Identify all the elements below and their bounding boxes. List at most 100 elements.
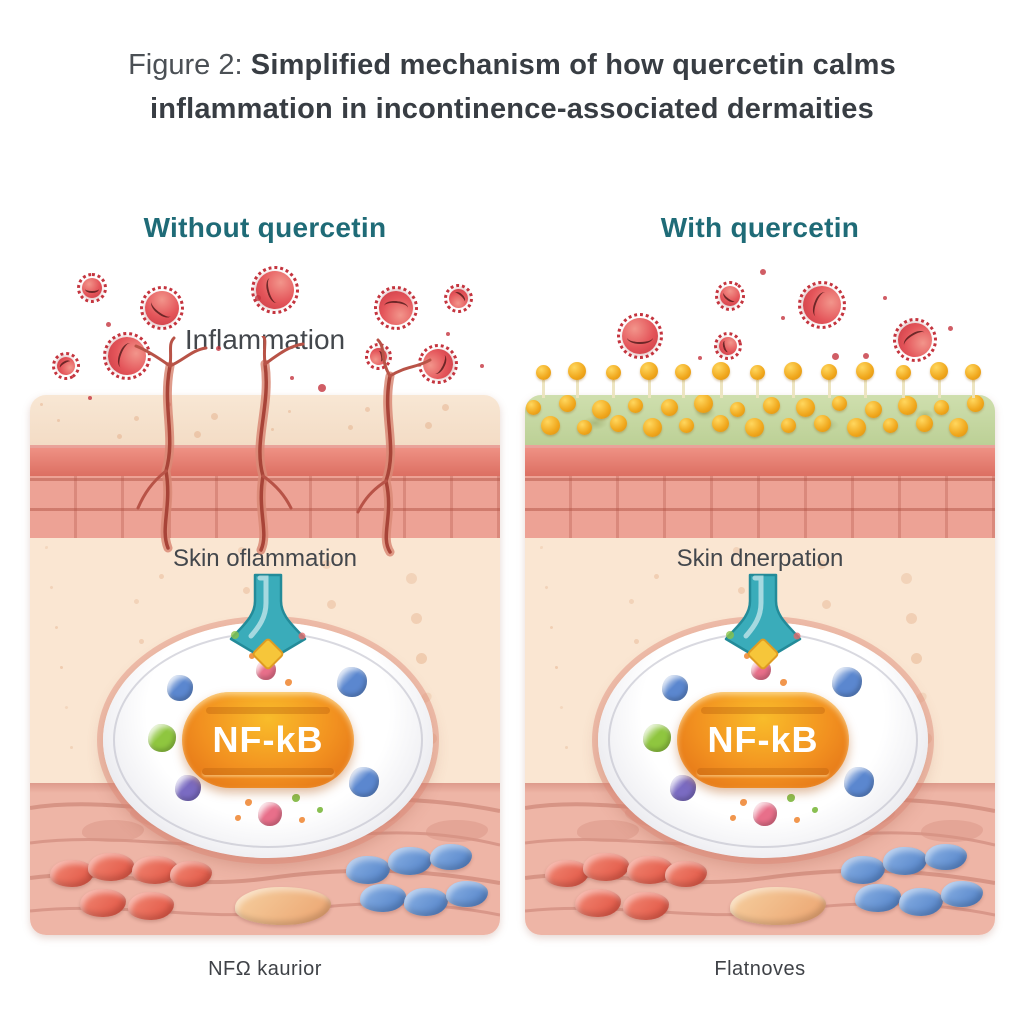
- skin-speckle: [57, 419, 60, 422]
- quercetin-pin-stem: [612, 380, 615, 398]
- quercetin-molecule-icon: [711, 414, 729, 432]
- nucleus-molecule-dot: [167, 675, 193, 701]
- epidermis-layer: [525, 445, 995, 476]
- inflammation-speck: [760, 269, 766, 275]
- quercetin-molecule-icon: [640, 362, 658, 380]
- nucleus-molecule-dot: [812, 807, 818, 813]
- blue-cell: [360, 884, 406, 912]
- virus-particle-icon: [444, 284, 472, 312]
- panel-without-quercetin: Without quercetin Inflammation: [30, 212, 500, 980]
- quercetin-molecule-icon: [965, 364, 981, 380]
- red-cell: [545, 860, 589, 887]
- faint-cell: [82, 820, 144, 842]
- quercetin-molecule-icon: [568, 362, 586, 380]
- blue-cell: [404, 888, 448, 916]
- nucleus-molecule-dot: [744, 653, 750, 659]
- quercetin-molecule-icon: [864, 400, 882, 418]
- inflammation-speck: [105, 321, 111, 327]
- skin-cracks: [134, 336, 432, 557]
- red-cell: [88, 853, 134, 881]
- dermis-cells: [30, 395, 500, 935]
- skin-cross-section: Skin dnerpation NF-kB: [525, 395, 995, 935]
- tan-cell: [235, 887, 331, 925]
- skin-speckle: [194, 431, 201, 438]
- inflammation-speck: [290, 376, 294, 380]
- quercetin-molecule-icon: [930, 362, 948, 380]
- skin-speckle: [348, 425, 353, 430]
- quercetin-molecule-icon: [795, 397, 815, 417]
- quercetin-molecule-icon: [762, 396, 780, 414]
- quercetin-molecule-icon: [675, 364, 691, 380]
- quercetin-pin-stem: [938, 380, 941, 398]
- skin-brick-layer: [525, 476, 995, 538]
- virus-particle-icon: [377, 289, 415, 327]
- quercetin-molecule-icon: [693, 395, 713, 413]
- skin-status-label: Skin dnerpation: [676, 545, 844, 572]
- red-cell: [665, 861, 707, 887]
- signal-arrow-icon: [724, 573, 802, 670]
- red-cell: [623, 892, 669, 920]
- nucleus-molecule-dot: [317, 807, 323, 813]
- quercetin-molecule-icon: [627, 397, 643, 413]
- quercetin-molecule-icon: [642, 417, 662, 437]
- quercetin-molecule-icon: [897, 395, 917, 415]
- quercetin-molecule-icon: [749, 365, 765, 380]
- quercetin-pin-stem: [720, 380, 723, 398]
- nucleus-molecule-dot: [337, 667, 367, 697]
- quercetin-pin-stem: [542, 380, 545, 398]
- quercetin-pin-stem: [792, 380, 795, 398]
- quercetin-molecule-icon: [605, 365, 621, 380]
- nucleus-molecule-dot: [832, 667, 862, 697]
- quercetin-molecule-icon: [609, 414, 627, 432]
- quercetin-pin-stem: [576, 380, 579, 398]
- skin-speckle: [442, 404, 449, 411]
- skin-speckle: [425, 422, 432, 429]
- virus-particle-icon: [716, 334, 740, 358]
- nucleus-molecule-dot: [730, 815, 736, 821]
- inflammation-speck: [446, 332, 450, 336]
- blue-cell: [855, 884, 901, 912]
- nucleus-molecule-dot: [249, 653, 255, 659]
- panel-caption-with: Flatnoves: [714, 958, 806, 980]
- red-cell: [128, 892, 174, 920]
- faint-cell: [921, 820, 983, 842]
- quercetin-molecule-icon: [729, 401, 745, 417]
- skin-speckle: [40, 403, 43, 406]
- skin-speckle: [540, 546, 543, 549]
- quercetin-molecule-icon: [678, 417, 694, 433]
- quercetin-molecule-icon: [882, 417, 898, 433]
- panel-caption-without: NFΩ kaurior: [208, 958, 322, 980]
- inflammation-speck: [318, 384, 326, 392]
- quercetin-molecule-icon: [712, 362, 730, 380]
- quercetin-molecule-icon: [948, 417, 968, 437]
- quercetin-molecule-icon: [915, 414, 933, 432]
- nucleus-molecule-dot: [753, 802, 777, 826]
- nucleus-molecule-dot: [779, 678, 787, 686]
- virus-particle-icon: [251, 266, 299, 314]
- dermis-cells: [525, 395, 995, 935]
- inflammation-speck: [883, 296, 887, 300]
- signal-arrow-icon: [229, 573, 307, 670]
- red-cell: [50, 860, 94, 887]
- tan-cell: [730, 887, 826, 925]
- blue-cell: [941, 881, 983, 907]
- quercetin-pin-stem: [902, 380, 905, 398]
- nucleus-molecule-dot: [175, 775, 201, 801]
- quercetin-molecule-icon: [535, 365, 551, 380]
- figure-number: Figure 2:: [128, 49, 243, 81]
- blue-cell: [430, 844, 472, 870]
- panel-heading-without: Without quercetin: [143, 212, 387, 243]
- inflammation-speck: [255, 295, 261, 301]
- virus-particle-icon: [891, 316, 939, 364]
- nucleus-molecule-dot: [235, 815, 241, 821]
- red-cell: [80, 889, 126, 917]
- faint-cell: [426, 820, 488, 842]
- nucleus-molecule-dot: [284, 678, 292, 686]
- inflammation-particles-area: [525, 258, 995, 395]
- blue-cell: [899, 888, 943, 916]
- quercetin-molecule-icon: [966, 395, 984, 412]
- skin-speckle: [117, 434, 122, 439]
- panel-with-quercetin: With quercetin Skin dnerpation NF-kB: [525, 212, 995, 980]
- nucleus-molecule-dot: [794, 817, 800, 823]
- skin-speckle: [134, 416, 139, 421]
